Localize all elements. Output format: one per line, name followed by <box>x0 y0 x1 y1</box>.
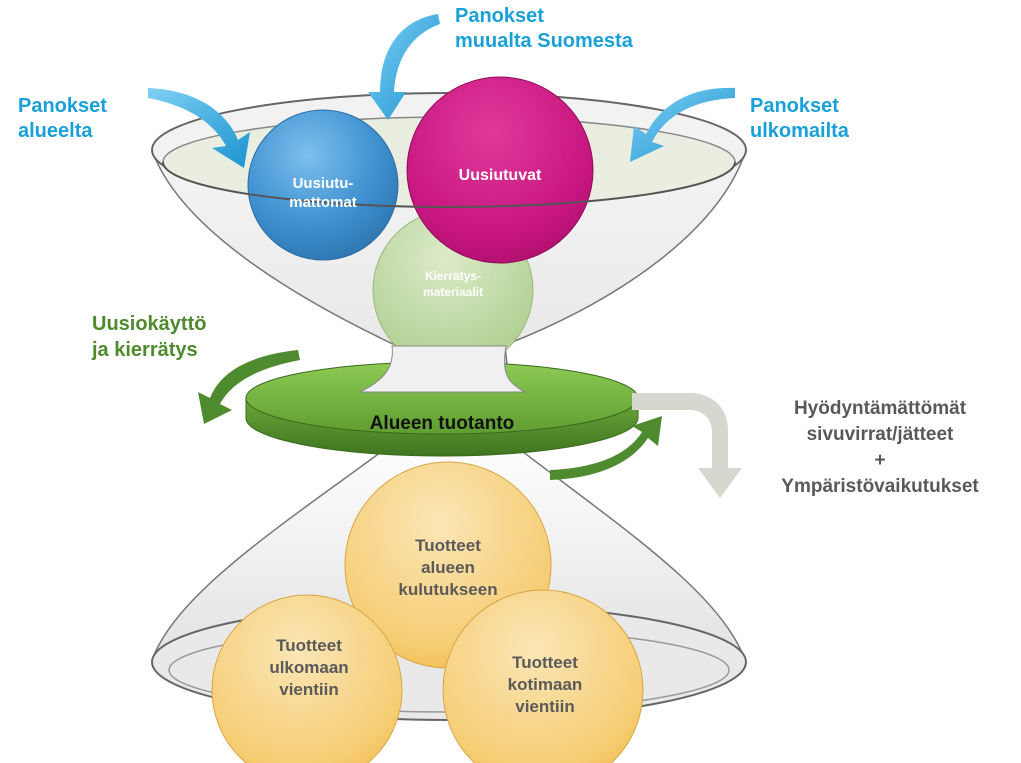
arrow-icon-return <box>550 416 662 480</box>
bubble-recycled-label: Kierrätys-materiaalit <box>423 269 483 299</box>
bubble-renewable-label: Uusiutuvat <box>459 167 542 184</box>
arrow-icon-reuse <box>198 350 300 424</box>
top-funnel-rim-front <box>162 161 736 208</box>
bubble-renewable <box>406 76 594 264</box>
arrow-icon-region <box>148 88 250 168</box>
arrow-icon-abroad <box>630 87 735 162</box>
funnel-neck <box>359 345 526 393</box>
arrow-icon-finland <box>368 14 440 120</box>
bubble-foreign-export <box>211 594 403 763</box>
bubble-domestic-export <box>442 589 644 763</box>
bubble-nonrenewable-label: Uusiutu-mattomat <box>289 175 357 211</box>
production-label: Alueen tuotanto <box>370 413 515 434</box>
bubble-nonrenewable <box>247 109 399 261</box>
arrow-icon-side-output <box>632 393 742 498</box>
